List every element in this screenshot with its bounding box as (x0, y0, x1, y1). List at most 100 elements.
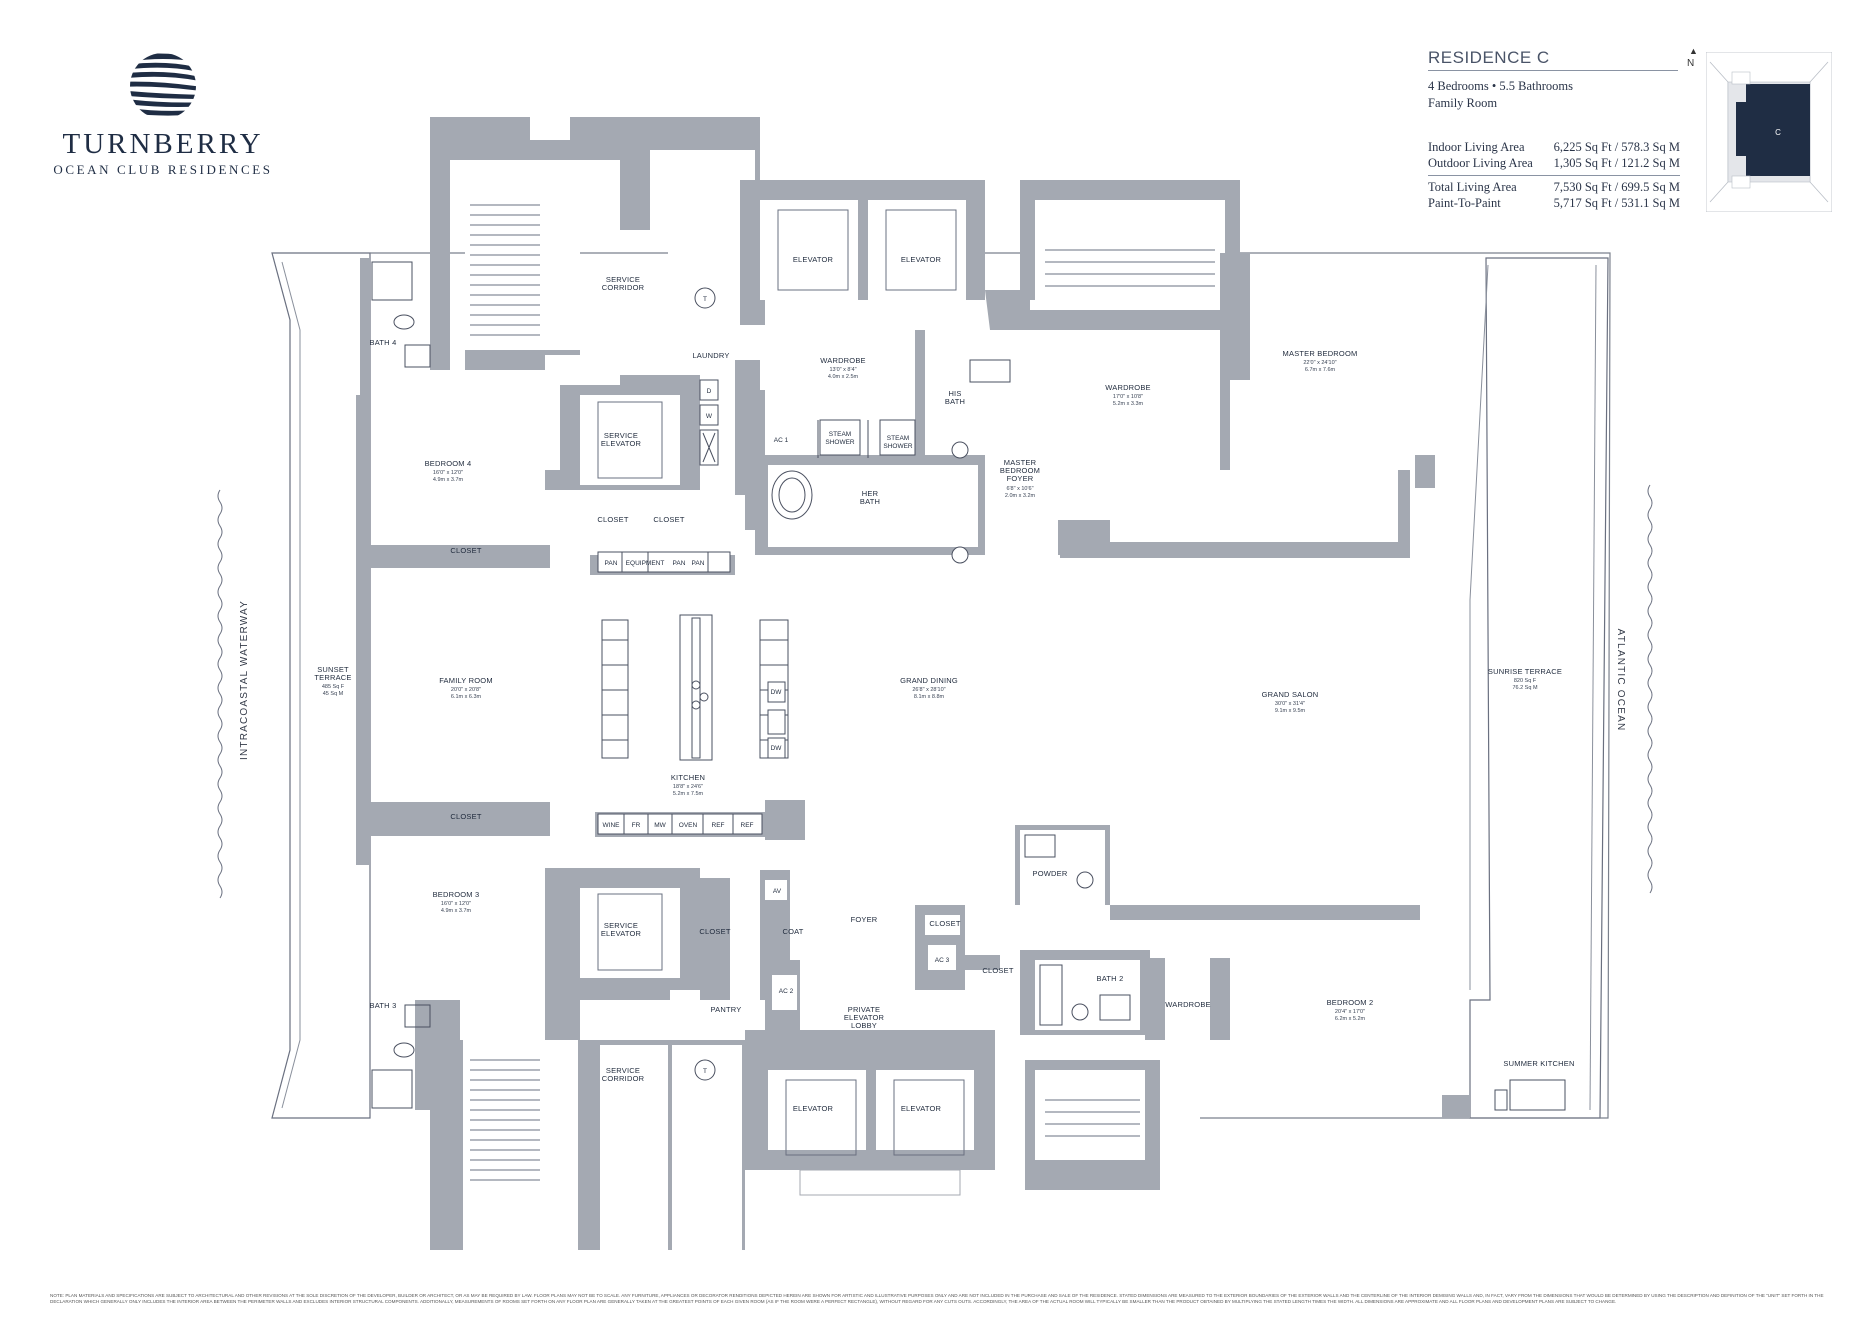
room-dimension: 485 Sq F (322, 684, 345, 690)
east-water-line (1647, 484, 1653, 894)
room-label: ELEVATOR (901, 255, 942, 264)
bedrooms-bathrooms: 4 Bedrooms • 5.5 Bathrooms (1428, 79, 1573, 93)
residence-title: RESIDENCE C (1428, 48, 1550, 67)
west-orientation-label: INTRACOASTAL WATERWAY (239, 600, 250, 760)
room-dimension: 20'4" x 17'0" (1335, 1009, 1365, 1015)
room-dimension: 820 Sq F (1514, 678, 1537, 684)
room-label: DW (771, 745, 783, 752)
sunrise-terrace-outline (1469, 257, 1609, 1119)
room-dimension: 76.2 Sq M (1512, 685, 1537, 691)
title-divider (1428, 70, 1678, 71)
room-label: AC 1 (774, 437, 789, 444)
east-orientation-label: ATLANTIC OCEAN (1615, 629, 1626, 732)
room-label: FR (632, 822, 641, 829)
brand-name: TURNBERRY (62, 128, 264, 160)
north-label: N (1687, 58, 1695, 69)
room-label: COAT (782, 927, 803, 936)
room-label: EQUIPMENT (626, 560, 665, 567)
room-label: AV (773, 888, 782, 895)
room-label: KITCHEN (671, 773, 705, 782)
room-label: BATH 2 (1097, 974, 1124, 983)
area-label: Outdoor Living Area (1428, 156, 1533, 170)
room-label: CLOSET (597, 515, 628, 524)
room-dimension: 6'8" x 10'6" (1006, 486, 1033, 492)
room-dimension: 4.0m x 2.5m (828, 374, 859, 380)
room-label: BATH 3 (370, 1001, 397, 1010)
room-dimension: 6.7m x 7.6m (1305, 367, 1336, 373)
room-label: POWDER (1033, 869, 1068, 878)
room-label: T (703, 1068, 707, 1075)
room-label: PAN (692, 560, 705, 567)
room-label: PANTRY (711, 1005, 742, 1014)
room-label: WINE (603, 822, 621, 829)
room-label: ELEVATOR (793, 1104, 834, 1113)
room-dimension: 16'0" x 12'0" (433, 470, 463, 476)
area-label: Paint-To-Paint (1428, 196, 1501, 210)
room-dimension: 8.1m x 8.8m (914, 694, 945, 700)
room-dimension: 30'0" x 31'4" (1275, 701, 1305, 707)
room-dimension: 6.1m x 6.3m (451, 694, 482, 700)
key-plan-unit-label: C (1775, 128, 1781, 137)
brand-subtitle: OCEAN CLUB RESIDENCES (53, 162, 273, 177)
room-label: FOYER (851, 915, 878, 924)
west-water-line (217, 489, 223, 899)
extra-room: Family Room (1428, 96, 1498, 110)
room-dimension: 5.2m x 3.3m (1113, 401, 1144, 407)
room-label: BEDROOM 3 (433, 890, 480, 899)
room-label: SUMMER KITCHEN (1503, 1059, 1574, 1068)
room-dimension: 9.1m x 9.5m (1275, 708, 1306, 714)
room-dimension: 18'8" x 24'6" (673, 784, 703, 790)
room-label: CLOSET (929, 919, 960, 928)
room-label: BEDROOM 4 (425, 459, 472, 468)
area-label: Indoor Living Area (1428, 140, 1525, 154)
room-label: BEDROOM 2 (1327, 998, 1374, 1007)
room-label: W (706, 413, 713, 420)
room-label: ELEVATOR (901, 1104, 942, 1113)
room-label: BATH 4 (370, 338, 397, 347)
room-dimension: 5.2m x 7.5m (673, 791, 704, 797)
room-label: AC 2 (779, 988, 794, 995)
room-label: REF (712, 822, 725, 829)
room-label: GRAND DINING (900, 676, 958, 685)
area-value: 6,225 Sq Ft / 578.3 Sq M (1553, 140, 1680, 154)
room-label: OVEN (679, 822, 698, 829)
room-dimension: 17'0" x 10'8" (1113, 394, 1143, 400)
room-dimension: 6.2m x 5.2m (1335, 1016, 1366, 1022)
room-dimension: 4.9m x 3.7m (441, 908, 472, 914)
area-value: 1,305 Sq Ft / 121.2 Sq M (1553, 156, 1680, 170)
fixtures (371, 204, 1566, 1181)
room-dimension: 2.0m x 3.2m (1005, 493, 1036, 499)
room-label: CLOSET (653, 515, 684, 524)
room-dimension: 26'8" x 28'10" (912, 687, 945, 693)
room-label: GRAND SALON (1262, 690, 1319, 699)
room-label: CLOSET (699, 927, 730, 936)
room-label: PAN (673, 560, 686, 567)
room-dimension: 20'0" x 20'8" (451, 687, 481, 693)
room-label: MW (654, 822, 666, 829)
room-dimension: 16'0" x 12'0" (441, 901, 471, 907)
room-label: T (703, 296, 707, 303)
room-label: CLOSET (982, 966, 1013, 975)
room-dimension: 45 Sq M (323, 691, 344, 697)
room-dimension: 13'0" x 8'4" (829, 367, 856, 373)
turnberry-logo-icon (130, 53, 196, 119)
room-label: DW (771, 689, 783, 696)
room-dimension: 22'0" x 24'10" (1303, 360, 1336, 366)
area-value: 5,717 Sq Ft / 531.1 Sq M (1553, 196, 1680, 210)
key-plan: C (1706, 52, 1832, 212)
room-label: ELEVATOR (793, 255, 834, 264)
room-label: AC 3 (935, 957, 950, 964)
area-label: Total Living Area (1428, 180, 1517, 194)
legal-disclaimer: NOTE: PLAN MATERIALS AND SPECIFICATIONS … (50, 1293, 1824, 1304)
north-arrow-icon: ▲ (1689, 46, 1698, 56)
